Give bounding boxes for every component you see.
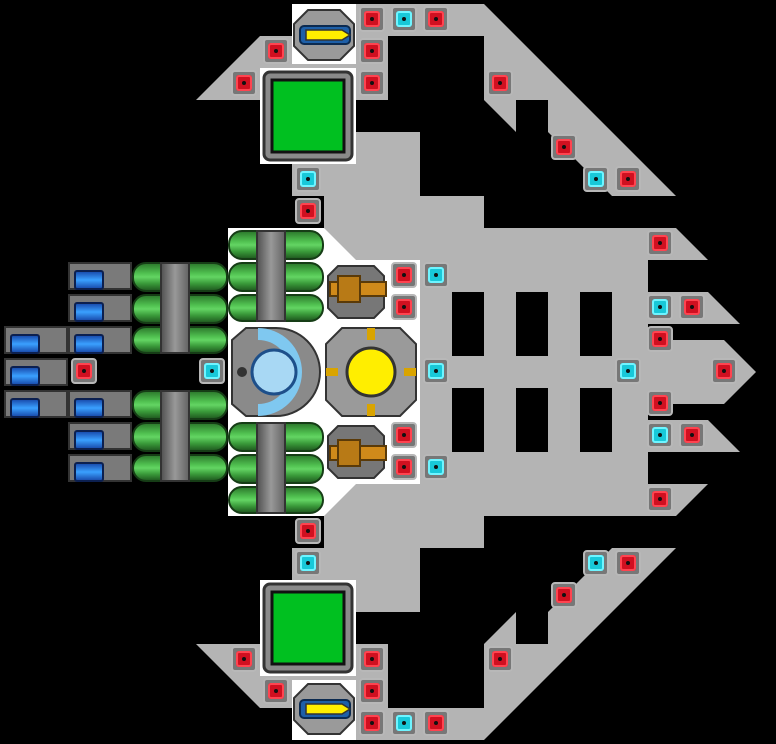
ion-thruster-icon xyxy=(68,262,132,290)
red-armor-block-icon xyxy=(391,262,417,288)
missile-icon xyxy=(293,9,355,61)
gun-icon xyxy=(327,425,387,479)
red-armor-block-icon xyxy=(391,422,417,448)
ion-thruster-icon xyxy=(68,294,132,322)
red-armor-block-icon xyxy=(359,646,385,672)
red-armor-block-icon xyxy=(295,518,321,544)
cyan-armor-block-icon xyxy=(295,166,321,192)
red-armor-block-icon xyxy=(647,326,673,352)
ion-thruster-icon xyxy=(4,390,68,418)
cyan-armor-block-icon xyxy=(391,6,417,32)
yellow-core-icon xyxy=(325,327,417,417)
cyan-armor-block-icon xyxy=(391,710,417,736)
cyan-armor-block-icon xyxy=(583,550,609,576)
ion-thruster-icon xyxy=(68,390,132,418)
red-armor-block-icon xyxy=(263,38,289,64)
ion-thruster-icon xyxy=(68,454,132,482)
red-armor-block-icon xyxy=(615,166,641,192)
pipe-connector-icon xyxy=(160,390,190,482)
red-armor-block-icon xyxy=(615,550,641,576)
red-armor-block-icon xyxy=(359,38,385,64)
red-armor-block-icon xyxy=(551,582,577,608)
red-armor-block-icon xyxy=(711,358,737,384)
red-armor-block-icon xyxy=(295,198,321,224)
cyan-armor-block-icon xyxy=(647,294,673,320)
red-armor-block-icon xyxy=(359,678,385,704)
pipe-connector-icon xyxy=(160,262,190,354)
green-screen-icon xyxy=(262,582,354,674)
red-armor-block-icon xyxy=(647,486,673,512)
ion-thruster-icon xyxy=(4,358,68,386)
cyan-armor-block-icon xyxy=(423,454,449,480)
red-armor-block-icon xyxy=(359,710,385,736)
ion-thruster-icon xyxy=(68,326,132,354)
ion-thruster-icon xyxy=(68,422,132,450)
red-armor-block-icon xyxy=(71,358,97,384)
red-armor-block-icon xyxy=(391,454,417,480)
shield-dome-icon xyxy=(231,327,321,417)
red-armor-block-icon xyxy=(231,70,257,96)
pipe-connector-icon xyxy=(256,422,286,514)
red-armor-block-icon xyxy=(263,678,289,704)
cyan-armor-block-icon xyxy=(199,358,225,384)
cyan-armor-block-icon xyxy=(647,422,673,448)
cyan-armor-block-icon xyxy=(423,262,449,288)
pipe-connector-icon xyxy=(256,230,286,322)
red-armor-block-icon xyxy=(679,294,705,320)
red-armor-block-icon xyxy=(679,422,705,448)
cyan-armor-block-icon xyxy=(615,358,641,384)
green-screen-icon xyxy=(262,70,354,162)
red-armor-block-icon xyxy=(423,6,449,32)
gun-icon xyxy=(327,265,387,319)
red-armor-block-icon xyxy=(647,390,673,416)
ion-thruster-icon xyxy=(4,326,68,354)
missile-icon xyxy=(293,683,355,735)
red-armor-block-icon xyxy=(423,710,449,736)
red-armor-block-icon xyxy=(647,230,673,256)
cyan-armor-block-icon xyxy=(583,166,609,192)
cyan-armor-block-icon xyxy=(295,550,321,576)
red-armor-block-icon xyxy=(359,6,385,32)
red-armor-block-icon xyxy=(391,294,417,320)
red-armor-block-icon xyxy=(487,646,513,672)
hull-gaps xyxy=(388,36,612,708)
red-armor-block-icon xyxy=(359,70,385,96)
red-armor-block-icon xyxy=(487,70,513,96)
red-armor-block-icon xyxy=(231,646,257,672)
cyan-armor-block-icon xyxy=(423,358,449,384)
red-armor-block-icon xyxy=(551,134,577,160)
